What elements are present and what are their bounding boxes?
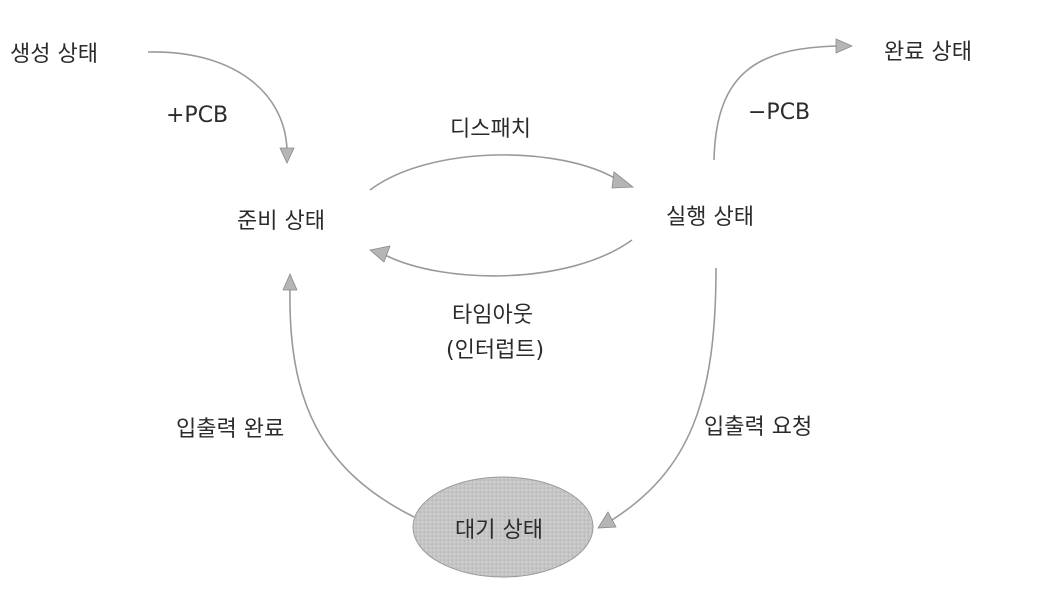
edge-timeout <box>384 239 633 277</box>
state-waiting-label: 대기 상태 <box>455 518 543 543</box>
edge-io-request <box>611 267 717 521</box>
arrowhead-created-to-ready <box>279 147 295 164</box>
transition-timeout-label-line1: 타임아웃 <box>452 303 533 328</box>
edge-running-to-completed <box>713 45 839 161</box>
transition-plus-pcb-label: +PCB <box>166 103 228 128</box>
edge-io-complete <box>289 287 415 518</box>
arrowhead-timeout <box>369 245 391 263</box>
arrowhead-io-request <box>597 511 617 529</box>
arrowhead-running-to-completed <box>835 38 853 54</box>
transition-io-request-label: 입출력 요청 <box>704 415 812 440</box>
edge-dispatch <box>369 154 619 191</box>
arrowhead-io-complete <box>282 273 298 291</box>
transition-minus-pcb-label: −PCB <box>748 100 810 125</box>
edge-created-to-ready <box>147 51 288 151</box>
transition-io-complete-label: 입출력 완료 <box>176 417 284 442</box>
transition-timeout-label-line2: (인터럽트) <box>446 338 544 363</box>
state-created-label: 생성 상태 <box>10 42 98 67</box>
waiting-state-node <box>412 476 594 578</box>
state-completed-label: 완료 상태 <box>884 40 972 65</box>
state-running-label: 실행 상태 <box>666 205 754 230</box>
arrowhead-dispatch <box>611 171 635 189</box>
state-ready-label: 준비 상태 <box>237 209 325 234</box>
transition-dispatch-label: 디스패치 <box>450 117 531 142</box>
